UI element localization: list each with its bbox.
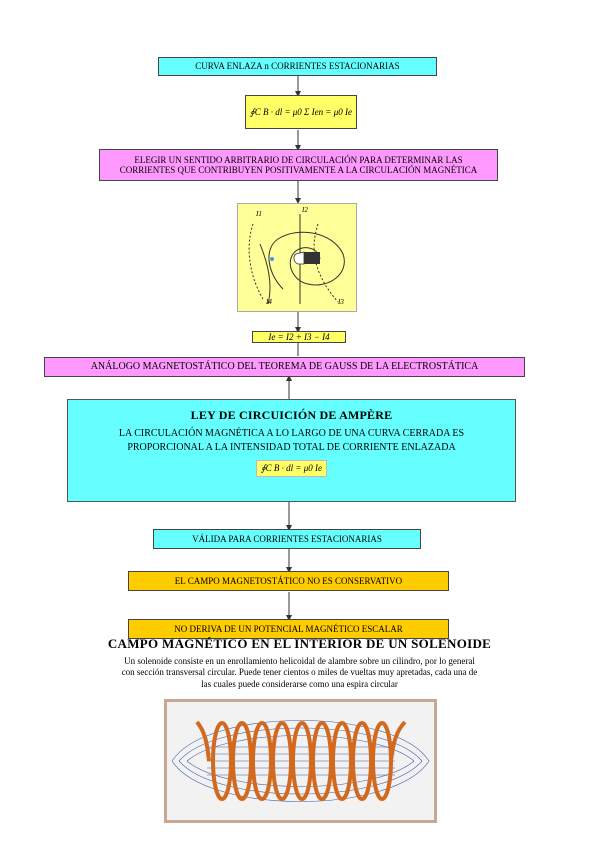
ampere-text-line2: PROPORCIONAL A LA INTENSIDAD TOTAL DE CO… xyxy=(127,441,456,453)
ampere-text-line1: LA CIRCULACIÓN MAGNÉTICA A LO LARGO DE U… xyxy=(118,428,465,439)
box-no-potencial-text: NO DERIVA DE UN POTENCIAL MAGNÉTICO ESCA… xyxy=(174,623,403,634)
label-i1: I1 xyxy=(256,210,262,218)
label-i3: I3 xyxy=(338,298,344,306)
box-no-potencial: NO DERIVA DE UN POTENCIAL MAGNÉTICO ESCA… xyxy=(128,619,449,639)
solenoid-title: CAMPO MAGNÉTICO EN EL INTERIOR DE UN SOL… xyxy=(107,636,492,651)
box-elegir-sentido-line1: ELEGIR UN SENTIDO ARBITRARIO DE CIRCULAC… xyxy=(134,154,463,165)
label-i2: I2 xyxy=(302,206,308,214)
formula-corriente-enlazada-text: Ie = I2 + I3 − I4 xyxy=(268,331,330,342)
ampere-formula: ∮C B · dl = μ0 Ie xyxy=(255,460,328,477)
box-analogo-gauss-text: ANÁLOGO MAGNETOSTÁTICO DEL TEOREMA DE GA… xyxy=(90,361,479,373)
formula-circulacion-text: ∮C B · dl = μ0 Σ Ien = μ0 Ie xyxy=(250,106,352,117)
box-no-conservativo-text: EL CAMPO MAGNETOSTÁTICO NO ES CONSERVATI… xyxy=(174,575,403,586)
solenoid-text-line3: las cuales puede considerarse como una e… xyxy=(201,678,398,689)
label-i4: I4 xyxy=(266,298,272,306)
box-valida-estacionarias-text: VÁLIDA PARA CORRIENTES ESTACIONARIAS xyxy=(192,533,382,544)
solenoid-description: Un solenoide consiste en un enrollamient… xyxy=(48,656,551,690)
box-elegir-sentido: ELEGIR UN SENTIDO ARBITRARIO DE CIRCULAC… xyxy=(99,149,498,181)
solenoid-figure xyxy=(164,699,437,823)
box-elegir-sentido-line2: CORRIENTES QUE CONTRIBUYEN POSITIVAMENTE… xyxy=(119,165,478,175)
box-valida-estacionarias: VÁLIDA PARA CORRIENTES ESTACIONARIAS xyxy=(153,529,421,549)
formula-circulacion: ∮C B · dl = μ0 Σ Ien = μ0 Ie xyxy=(245,95,357,129)
box-curva-enlaza: CURVA ENLAZA n CORRIENTES ESTACIONARIAS xyxy=(158,57,437,76)
formula-corriente-enlazada: Ie = I2 + I3 − I4 xyxy=(252,331,346,343)
ampere-title: LEY DE CIRCUICIÓN DE AMPÈRE xyxy=(190,408,393,422)
currents-hand-figure: I1 I2 I3 I4 xyxy=(237,203,357,312)
solenoid-illustration xyxy=(171,720,430,802)
box-analogo-gauss: ANÁLOGO MAGNETOSTÁTICO DEL TEOREMA DE GA… xyxy=(44,357,525,377)
currents-hand-illustration xyxy=(248,214,345,305)
box-curva-enlaza-text: CURVA ENLAZA n CORRIENTES ESTACIONARIAS xyxy=(195,61,400,72)
box-ley-ampere: LEY DE CIRCUICIÓN DE AMPÈRE LA CIRCULACI… xyxy=(67,399,516,502)
box-no-conservativo: EL CAMPO MAGNETOSTÁTICO NO ES CONSERVATI… xyxy=(128,571,449,591)
solenoid-text-line1: Un solenoide consiste en un enrollamient… xyxy=(124,656,475,666)
solenoid-text-line2: con sección transversal circular. Puede … xyxy=(121,667,478,678)
